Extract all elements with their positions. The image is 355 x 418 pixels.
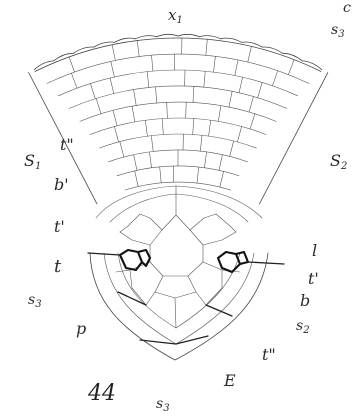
cell-wall — [167, 102, 168, 118]
scallop-edge — [157, 34, 178, 36]
cell-row-arc — [69, 86, 286, 108]
cell-wall — [90, 84, 95, 99]
cell-wall — [186, 102, 187, 118]
cell-wall — [110, 78, 114, 94]
cell-wall — [258, 83, 263, 98]
cell-wall — [193, 119, 194, 135]
cell-wall — [288, 60, 294, 75]
label-s2-right: s2 — [296, 318, 310, 336]
cell-wall — [220, 171, 224, 187]
cell-row-arc — [80, 102, 276, 121]
cell-wall — [204, 152, 206, 168]
scallop-edge — [178, 34, 199, 36]
cell-row-arc — [99, 134, 256, 148]
cell-wall — [147, 72, 149, 88]
cell-wall — [193, 87, 194, 103]
label-s3-top: s3 — [331, 22, 345, 40]
scallop-edge — [34, 61, 53, 70]
inner-cells — [116, 186, 240, 328]
cell-wall — [69, 57, 74, 72]
label-c: c — [343, 0, 351, 16]
cell-wall — [248, 47, 252, 63]
cell-wall — [152, 55, 153, 71]
cell-row-arc — [90, 118, 266, 135]
cell-wall — [214, 56, 216, 72]
cell-wall — [229, 91, 232, 107]
highlighted-cells — [120, 250, 248, 272]
cell-wall — [237, 127, 241, 143]
label-t-dblprime: t" — [60, 135, 74, 154]
scallop-edge — [221, 38, 242, 42]
label-s3-bottom: s3 — [156, 396, 170, 414]
label-x1: x1 — [168, 6, 183, 26]
cell-wall — [151, 136, 153, 152]
figure-labels: x1 c s3 S1 S2 t" b' t' t s3 p l t' b s2 … — [24, 0, 351, 414]
cell-wall — [135, 171, 139, 187]
scallop-edge — [136, 36, 157, 39]
label-E: E — [223, 371, 236, 390]
cell-wall — [132, 106, 135, 122]
cell-wall — [112, 45, 115, 61]
label-t-prime-right: t' — [308, 269, 319, 288]
cell-wall — [96, 99, 101, 114]
cell-wall — [137, 41, 139, 57]
cell-wall — [250, 114, 255, 129]
cell-wall — [197, 167, 199, 183]
label-t-left: t — [54, 256, 62, 277]
cell-wall — [206, 39, 208, 55]
cell-wall — [134, 90, 137, 106]
cell-wall — [145, 120, 147, 136]
cell-wall — [114, 127, 118, 143]
label-b-prime: b' — [54, 175, 69, 194]
cell-wall — [200, 135, 202, 151]
lower-body — [90, 186, 268, 360]
label-b-right: b — [300, 291, 310, 310]
fan-edge-right — [259, 73, 327, 204]
label-S1: S1 — [24, 151, 41, 172]
cell-wall — [156, 87, 157, 103]
cell-wall — [71, 73, 77, 88]
cell-wall — [149, 152, 151, 168]
cell-wall — [209, 120, 211, 136]
cell-wall — [235, 60, 238, 76]
scallop-edge — [54, 53, 74, 61]
cell-wall — [249, 97, 253, 112]
cell-row-arc — [35, 38, 321, 71]
cell-wall — [230, 141, 234, 157]
figure-number: 44 — [87, 381, 116, 406]
cell-row-arc — [47, 54, 309, 83]
cell-wall — [120, 142, 124, 158]
scallop-edge — [283, 53, 303, 61]
guide-lines — [88, 253, 284, 344]
cell-wall — [134, 155, 137, 171]
cell-wall — [162, 119, 163, 135]
cell-wall — [273, 71, 278, 86]
label-S2: S2 — [330, 151, 347, 172]
label-t-prime-left: t' — [54, 217, 65, 236]
label-s3-left: s3 — [28, 292, 42, 310]
scallop-edge — [115, 38, 136, 42]
cell-wall — [113, 110, 117, 126]
label-t-dblprime-bottom: t" — [262, 345, 276, 364]
cell-wall — [204, 71, 206, 87]
cell-wall — [218, 106, 221, 122]
cell-wall — [239, 77, 243, 93]
cell-wall — [160, 167, 162, 183]
cell-wall — [111, 62, 115, 78]
radial-walls — [29, 38, 328, 204]
scallop-edge — [199, 36, 220, 39]
cell-wall — [219, 155, 222, 171]
scallop-edge — [303, 61, 322, 70]
label-l-right: l — [312, 241, 317, 260]
label-p: p — [76, 319, 86, 338]
cell-row-arc — [58, 70, 297, 96]
